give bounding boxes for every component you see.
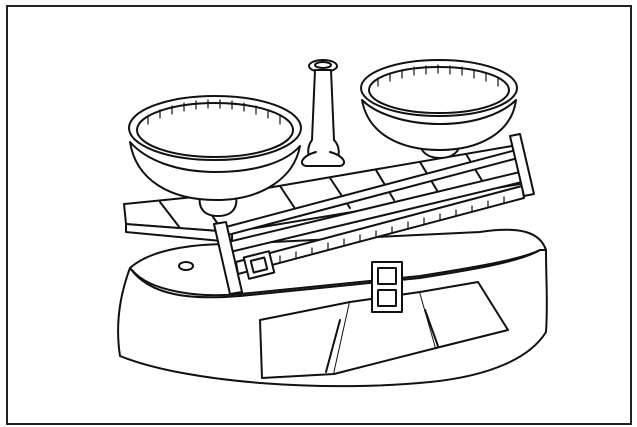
leveling-foot xyxy=(178,261,194,271)
figure-frame xyxy=(6,5,632,425)
graduated-beam xyxy=(213,133,535,295)
beam-end-post-right xyxy=(509,133,535,197)
center-pillar xyxy=(300,59,346,167)
center-index-box xyxy=(371,261,403,313)
left-weighing-pan xyxy=(128,95,302,217)
balance-base xyxy=(117,228,548,388)
right-weighing-pan xyxy=(360,59,518,159)
beam-graduations xyxy=(279,196,505,263)
beam-end-post-left xyxy=(213,221,243,295)
